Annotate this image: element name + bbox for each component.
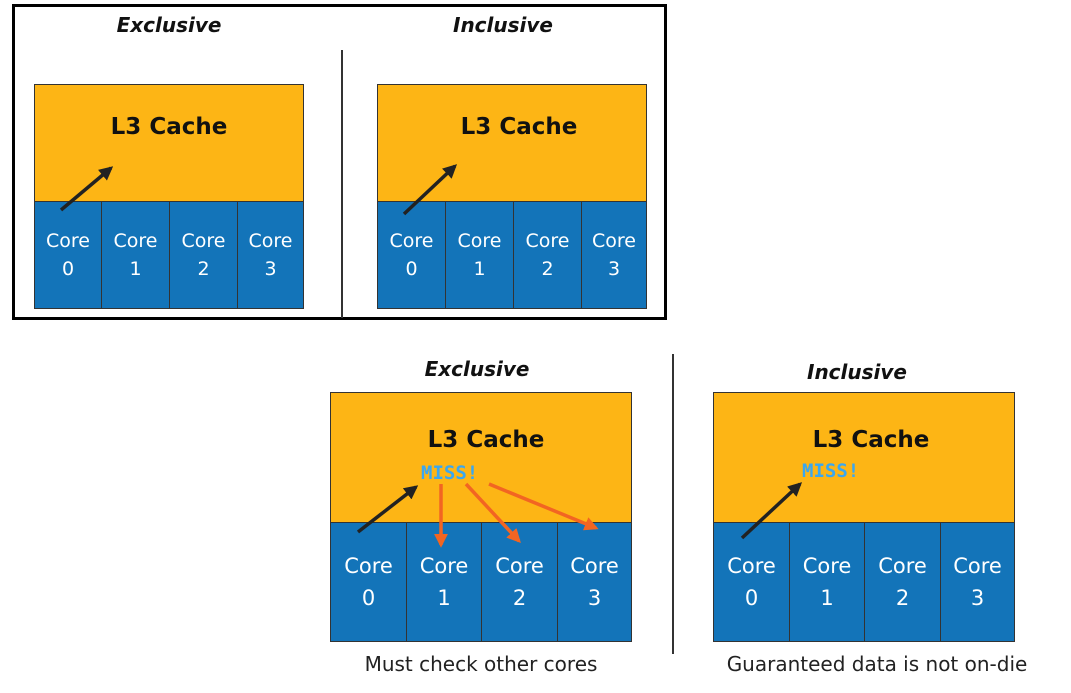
- top-panel-divider: [341, 50, 343, 318]
- core-number: 1: [129, 258, 142, 280]
- core-label: Core: [113, 230, 158, 252]
- core-number: 1: [473, 258, 486, 280]
- core-number: 1: [820, 586, 834, 610]
- top-inclusive-core-3: Core 3: [581, 201, 647, 309]
- core-label: Core: [953, 554, 1002, 578]
- core-number: 2: [197, 258, 210, 280]
- core-number: 3: [264, 258, 277, 280]
- core-number: 3: [970, 586, 985, 610]
- core-label: Core: [525, 230, 570, 252]
- core-label: Core: [181, 230, 226, 252]
- top-inclusive-core-2: Core 2: [513, 201, 582, 309]
- core-number: 3: [607, 258, 621, 280]
- core-number: 1: [437, 586, 451, 610]
- top-inclusive-title: Inclusive: [453, 13, 553, 37]
- core-label: Core: [46, 230, 90, 252]
- bottom-exclusive-caption: Must check other cores: [364, 652, 598, 676]
- snoop-arrow-core-2: [464, 482, 521, 544]
- top-exclusive-request-arrow: [59, 166, 114, 212]
- top-inclusive-request-arrow: [402, 164, 458, 216]
- bottom-panel-divider: [672, 354, 674, 654]
- bottom-inclusive-caption: Guaranteed data is not on-die: [726, 652, 1028, 676]
- core-label: Core: [727, 554, 776, 578]
- bottom-exclusive-request-arrow: [356, 485, 419, 534]
- core-number: 0: [361, 586, 376, 610]
- top-inclusive-cache-label: L3 Cache: [460, 114, 578, 140]
- core-number: 0: [744, 586, 759, 610]
- top-exclusive-core-0: Core 0: [34, 201, 102, 309]
- bottom-exclusive-title: Exclusive: [424, 357, 530, 381]
- bottom-inclusive-core-3: Core 3: [940, 522, 1015, 642]
- bottom-exclusive-miss-label: MISS!: [421, 462, 479, 484]
- core-label: Core: [248, 230, 293, 252]
- snoop-arrow-core-3: [488, 482, 599, 531]
- bottom-inclusive-core-0: Core 0: [713, 522, 790, 642]
- top-inclusive-core-0: Core 0: [377, 201, 446, 309]
- core-label: Core: [419, 554, 469, 578]
- core-number: 0: [61, 258, 75, 280]
- top-comparison-frame: [12, 4, 667, 320]
- core-label: Core: [495, 554, 544, 578]
- core-label: Core: [457, 230, 502, 252]
- core-label: Core: [592, 230, 636, 252]
- bottom-inclusive-core-2: Core 2: [864, 522, 941, 642]
- bottom-exclusive-cache-label: L3 Cache: [427, 427, 545, 453]
- core-number: 2: [512, 586, 527, 610]
- bottom-exclusive-core-3: Core 3: [557, 522, 632, 642]
- bottom-exclusive-core-0: Core 0: [330, 522, 407, 642]
- core-label: Core: [878, 554, 927, 578]
- core-number: 2: [541, 258, 554, 280]
- bottom-inclusive-request-arrow: [740, 482, 803, 540]
- core-label: Core: [344, 554, 393, 578]
- bottom-inclusive-miss-label: MISS!: [802, 460, 860, 482]
- core-label: Core: [389, 230, 434, 252]
- top-exclusive-core-3: Core 3: [237, 201, 304, 309]
- top-exclusive-l3-cache: [34, 84, 304, 202]
- top-inclusive-l3-cache: [377, 84, 647, 202]
- top-exclusive-title: Exclusive: [116, 13, 222, 37]
- core-label: Core: [802, 554, 852, 578]
- bottom-inclusive-core-1: Core 1: [789, 522, 865, 642]
- bottom-inclusive-cache-label: L3 Cache: [812, 427, 930, 453]
- core-number: 3: [587, 586, 602, 610]
- bottom-inclusive-title: Inclusive: [807, 360, 907, 384]
- core-label: Core: [570, 554, 619, 578]
- top-exclusive-cache-label: L3 Cache: [110, 114, 228, 140]
- core-number: 2: [895, 586, 910, 610]
- core-number: 0: [405, 258, 418, 280]
